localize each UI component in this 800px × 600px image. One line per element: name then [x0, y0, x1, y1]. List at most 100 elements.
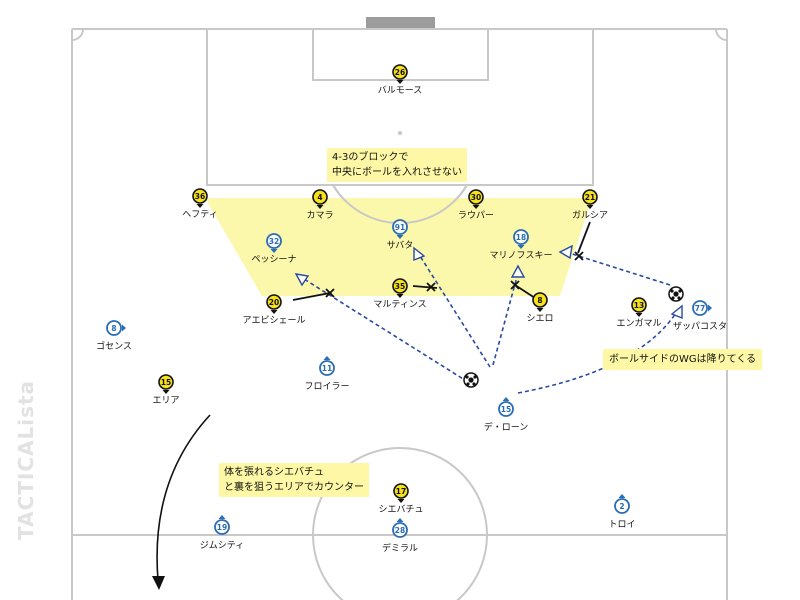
player-number: 35 [395, 282, 405, 291]
annotation-winger-text: ボールサイドのWGは降りてくる [609, 354, 757, 365]
defensive-block-zone [205, 198, 592, 296]
arrowhead-malinovskyi [510, 264, 526, 278]
annotation-block-line-1: 4-3のブロックで [332, 152, 409, 163]
watermark: TACTICALista [14, 379, 38, 540]
player-direction-pointer [218, 515, 226, 519]
player-name: バルモース [378, 85, 423, 96]
pass-lane-to-zapata [419, 255, 491, 368]
counter-run-arrowhead [152, 576, 165, 590]
player-marker [393, 483, 409, 499]
press-line-21 [577, 221, 591, 254]
annotation-winger: ボールサイドのWGは降りてくる [603, 349, 763, 370]
player-number: 26 [395, 68, 405, 77]
player-number: 4 [317, 193, 322, 202]
player-yellow-13: 13 エンガマル [616, 297, 662, 329]
player-marker [392, 522, 408, 538]
player-yellow-35: 35 マルティンス [373, 278, 427, 310]
player-yellow-30: 30 ラウパー [458, 189, 494, 221]
player-marker [582, 189, 598, 205]
player-number: 36 [195, 192, 205, 201]
player-blue-19: 19 ジムシティ [200, 515, 244, 551]
player-name: デ・ローン [484, 421, 529, 433]
player-name: ラウパー [458, 210, 494, 221]
player-name: ヘフティ [182, 209, 217, 220]
corner-arc-left [71, 28, 84, 41]
player-name: サバタ [387, 240, 414, 251]
player-number: 30 [471, 193, 481, 202]
player-blue-28: 28 デミラル [382, 518, 418, 554]
player-number: 11 [322, 364, 332, 373]
player-number: 19 [217, 523, 227, 532]
player-marker [392, 64, 408, 80]
player-marker [266, 294, 282, 310]
player-name: ガルシア [572, 210, 608, 221]
player-direction-pointer [122, 324, 126, 332]
player-direction-pointer [323, 356, 331, 360]
player-direction-pointer [162, 390, 170, 394]
player-number: 28 [395, 526, 405, 535]
player-name: デミラル [382, 542, 418, 554]
player-marker [498, 401, 514, 417]
annotation-counter-line-1: 体を張れるシエバチュ [224, 467, 324, 478]
player-direction-pointer [397, 499, 405, 503]
player-blue-91: 91 サバタ [387, 219, 414, 251]
player-number: 2 [619, 502, 624, 511]
player-marker [468, 189, 484, 205]
player-direction-pointer [586, 205, 594, 209]
player-number: 15 [161, 378, 171, 387]
counter-run-arrow [156, 414, 211, 581]
pass-lane-to-freuler-side [565, 251, 671, 286]
player-name: エンガマル [616, 318, 661, 329]
player-name: カマラ [306, 210, 333, 221]
player-number: 21 [585, 193, 595, 202]
player-direction-pointer [396, 518, 404, 522]
player-direction-pointer [396, 80, 404, 84]
player-name: シエバチュ [378, 504, 423, 515]
player-marker [319, 360, 335, 376]
player-yellow-36: 36 ヘフティ [182, 188, 218, 220]
annotation-counter: 体を張れるシエバチュ と裏を狙うエリアでカウンター [219, 463, 369, 497]
player-name: マリノフスキー [489, 251, 552, 261]
player-number: 32 [269, 237, 279, 246]
player-name: マルティンス [373, 299, 426, 310]
player-marker [214, 519, 230, 535]
player-number: 91 [395, 223, 405, 232]
arrowhead-freuler-side [558, 244, 573, 260]
ball-right [668, 286, 684, 302]
player-direction-pointer [635, 313, 643, 317]
player-number: 13 [634, 301, 644, 310]
player-direction-pointer [472, 205, 480, 209]
player-name: ジムシティ [200, 540, 244, 551]
pass-lane-to-malinovskyi [492, 272, 519, 366]
player-direction-pointer [708, 304, 712, 312]
player-direction-pointer [270, 249, 278, 253]
player-name: トロイ [608, 520, 635, 530]
player-yellow-4: 4 カマラ [306, 189, 334, 221]
player-marker [532, 292, 548, 308]
player-marker [312, 189, 328, 205]
press-line-20 [292, 292, 331, 301]
cross-mark-2 [426, 282, 436, 292]
interceptions [292, 221, 591, 301]
player-direction-pointer [396, 294, 404, 298]
player-number: 8 [537, 296, 542, 305]
player-direction-pointer [536, 308, 544, 312]
arrowhead-pessina [294, 273, 310, 287]
player-yellow-26: 26 バルモース [378, 64, 423, 96]
goal [366, 17, 435, 29]
player-blue-2: 2 トロイ [608, 494, 636, 530]
player-direction-pointer [618, 494, 626, 498]
corner-arc-right [715, 28, 728, 41]
center-circle [312, 447, 488, 600]
player-direction-pointer [270, 310, 278, 314]
player-direction-pointer [316, 205, 324, 209]
player-name: シエロ [526, 314, 553, 324]
annotation-block: 4-3のブロックで 中央にボールを入れさせない [327, 148, 467, 182]
player-marker [192, 188, 208, 204]
player-name: ゴセンス [96, 340, 132, 352]
